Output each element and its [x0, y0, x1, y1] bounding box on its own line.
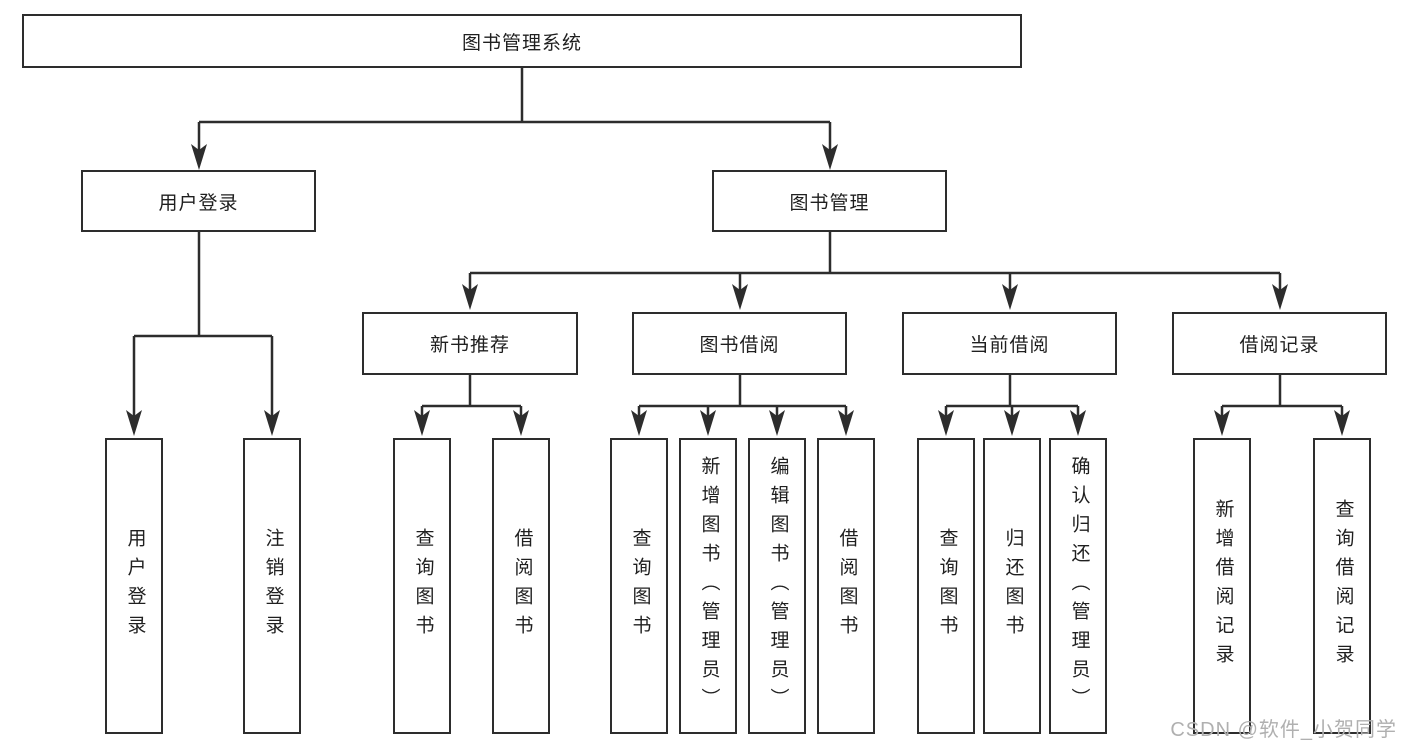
leaf-edit-books-admin: 编辑图书（管理员） [748, 438, 806, 734]
node-new-book-recommend: 新书推荐 [362, 312, 578, 375]
node-current-borrowing: 当前借阅 [902, 312, 1117, 375]
leaf-label: 确认归还（管理员） [1068, 455, 1090, 717]
node-library-management-system: 图书管理系统 [22, 14, 1022, 68]
leaf-query-books: 查询图书 [610, 438, 668, 734]
node-label: 图书管理 [789, 192, 870, 214]
node-label: 图书借阅 [699, 335, 780, 356]
node-label: 用户登录 [158, 192, 239, 214]
leaf-label: 用户登录 [124, 528, 146, 644]
leaf-label: 查询借阅记录 [1332, 499, 1354, 673]
node-label: 新书推荐 [429, 335, 510, 356]
arrowheads [126, 144, 1350, 436]
leaf-label: 查询图书 [412, 528, 434, 644]
leaf-label: 注销登录 [262, 528, 284, 644]
leaf-borrow-books: 借阅图书 [817, 438, 875, 734]
node-borrow-records: 借阅记录 [1172, 312, 1387, 375]
leaf-add-borrow-record: 新增借阅记录 [1193, 438, 1251, 734]
leaf-label: 新增借阅记录 [1212, 499, 1234, 673]
leaf-confirm-return-admin: 确认归还（管理员） [1049, 438, 1107, 734]
leaf-return-books: 归还图书 [983, 438, 1041, 734]
leaf-label: 查询图书 [936, 528, 958, 644]
leaf-label: 新增图书（管理员） [698, 455, 720, 717]
leaf-query-books: 查询图书 [917, 438, 975, 734]
leaf-logout: 注销登录 [243, 438, 301, 734]
leaf-label: 查询图书 [629, 528, 651, 644]
leaf-query-borrow-record: 查询借阅记录 [1313, 438, 1371, 734]
leaf-user-login: 用户登录 [105, 438, 163, 734]
csdn-watermark: CSDN @软件_小贺同学 [1170, 719, 1397, 741]
leaf-label: 归还图书 [1002, 528, 1024, 644]
leaf-add-books-admin: 新增图书（管理员） [679, 438, 737, 734]
node-label: 当前借阅 [969, 335, 1050, 356]
leaf-label: 借阅图书 [836, 528, 858, 644]
leaf-borrow-books: 借阅图书 [492, 438, 550, 734]
leaf-label: 借阅图书 [511, 528, 533, 644]
leaf-query-books: 查询图书 [393, 438, 451, 734]
node-label: 图书管理系统 [461, 32, 582, 54]
leaf-label: 编辑图书（管理员） [767, 455, 789, 717]
node-book-management: 图书管理 [712, 170, 947, 232]
node-user-login: 用户登录 [81, 170, 316, 232]
node-book-borrowing: 图书借阅 [632, 312, 847, 375]
node-label: 借阅记录 [1239, 335, 1320, 356]
